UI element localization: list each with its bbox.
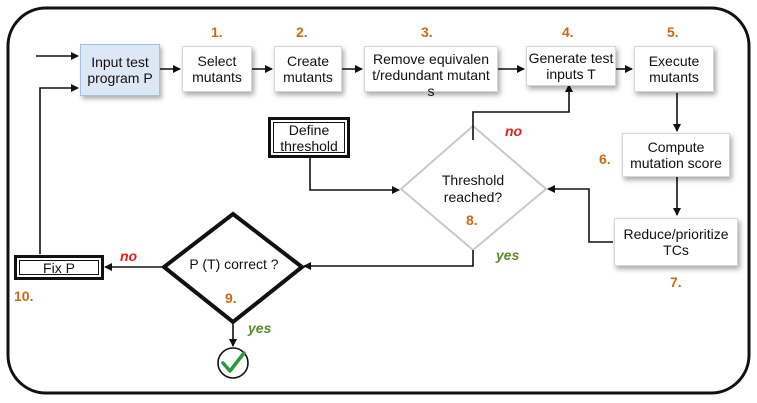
step-number-8: 8.: [466, 212, 478, 228]
outer-frame: [6, 6, 751, 395]
step-number-5: 5.: [667, 24, 679, 40]
compute-score-label: Compute mutation score: [630, 139, 722, 171]
step-number-3: 3.: [421, 24, 433, 40]
execute-mutants-label: Execute mutants: [648, 53, 700, 85]
reduce-prioritize-label: Reduce/prioritize TCs: [623, 226, 729, 258]
fix-p-box: Fix P: [14, 255, 104, 280]
arrow-reduce-threshold: [547, 185, 613, 243]
define-threshold-box: Define threshold: [268, 117, 350, 158]
create-mutants-box: Create mutants: [274, 46, 342, 92]
input-program-label: Input test program P: [87, 54, 153, 86]
arrow-threshold-yes-correct: [303, 250, 474, 270]
generate-inputs-box: Generate test inputs T: [526, 46, 616, 86]
arrow-fix-input: [39, 84, 79, 254]
generate-inputs-label: Generate test inputs T: [528, 50, 614, 82]
arrow-threshold-no-generate: [472, 84, 573, 140]
step-number-7: 7.: [670, 274, 682, 290]
arrow-define-threshold: [309, 158, 400, 194]
threshold-question: Threshold reached?: [441, 172, 505, 205]
remove-mutants-label: Remove equivalent/redundant mutants: [372, 51, 490, 99]
define-threshold-label: Define threshold: [280, 121, 338, 154]
correct-yes-label: yes: [248, 320, 272, 336]
step-number-10: 10.: [14, 288, 34, 304]
remove-mutants-box: Remove equivalent/redundant mutants: [364, 46, 498, 99]
step-number-1: 1.: [211, 24, 223, 40]
threshold-yes-label: yes: [496, 247, 520, 263]
step-number-2: 2.: [296, 24, 308, 40]
execute-mutants-box: Execute mutants: [634, 46, 714, 92]
reduce-prioritize-box: Reduce/prioritize TCs: [614, 218, 738, 266]
select-mutants-box: Select mutants: [182, 46, 252, 92]
checkmark-circle-icon: [217, 347, 249, 379]
fix-p-label: Fix P: [43, 259, 75, 276]
step-number-9: 9.: [225, 290, 237, 306]
select-mutants-label: Select mutants: [192, 53, 242, 85]
threshold-no-label: no: [505, 123, 523, 139]
correct-no-label: no: [120, 248, 138, 264]
input-program-box: Input test program P: [80, 44, 160, 96]
compute-score-box: Compute mutation score: [622, 133, 730, 177]
create-mutants-label: Create mutants: [283, 53, 333, 85]
step-number-4: 4.: [562, 24, 574, 40]
correct-question: P (T) correct ?: [189, 256, 279, 272]
step-number-6: 6.: [599, 151, 611, 167]
